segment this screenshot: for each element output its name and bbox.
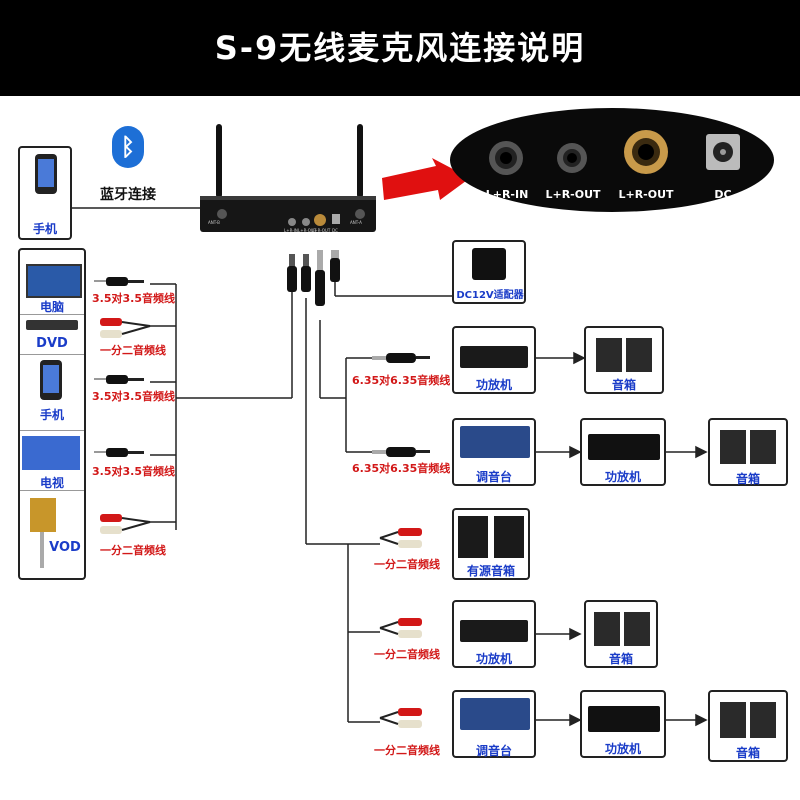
receiver-label: L+R-OUT — [298, 228, 317, 233]
device-label: 音箱 — [735, 472, 760, 486]
device-adapter: DC12V适配器 — [452, 240, 526, 304]
speaker-icon — [458, 516, 488, 558]
device-speaker: 音箱 — [708, 690, 788, 762]
back-panel — [450, 108, 774, 212]
device-label: 音箱 — [611, 378, 636, 392]
cable-label: 6.35对6.35音频线 — [352, 462, 451, 475]
mixer-icon — [460, 426, 530, 458]
panel-port-label: DC — [714, 188, 732, 201]
power-amp-icon — [588, 434, 660, 460]
device-label: 电视 — [39, 476, 64, 490]
device-speaker: 音箱 — [584, 600, 658, 668]
device-label: 手机 — [39, 408, 64, 422]
device-label: DVD — [36, 336, 68, 351]
panel-port-label: L+R-OUT — [618, 188, 674, 201]
power-adapter-icon — [472, 248, 506, 280]
vod-kiosk-icon — [30, 498, 56, 532]
speaker-icon — [594, 612, 620, 646]
device-label: VOD — [49, 540, 81, 555]
speaker-icon — [720, 702, 746, 738]
device-label: DC12V适配器 — [456, 290, 524, 301]
page-title: S-9无线麦克风连接说明 — [214, 29, 586, 67]
device-amplifier: 功放机 — [452, 326, 536, 394]
device-power-amp: 功放机 — [580, 690, 666, 758]
speaker-icon — [720, 430, 746, 464]
amplifier-icon — [460, 346, 528, 368]
device-label: 音箱 — [608, 652, 633, 666]
speaker-icon — [750, 430, 776, 464]
receiver-label: ANT-A — [350, 220, 362, 225]
left-source-column: 电脑 DVD 手机 电视 VOD — [18, 248, 86, 580]
mixer-icon — [460, 698, 530, 730]
device-mixer: 调音台 — [452, 418, 536, 486]
device-label: 功放机 — [475, 378, 512, 392]
receiver-label: ANT-B — [208, 220, 220, 225]
bluetooth-icon: ᛒ — [112, 126, 144, 168]
cable-label: 一分二音频线 — [100, 544, 166, 557]
device-label: 功放机 — [604, 470, 641, 484]
amplifier-icon — [460, 620, 528, 642]
device-power-amp: 功放机 — [580, 418, 666, 486]
tv-icon — [22, 436, 80, 470]
panel-port-label: L+R-OUT — [545, 188, 601, 201]
receiver-unit — [200, 124, 376, 232]
cable-label: 一分二音频线 — [100, 344, 166, 357]
receiver-plugs — [287, 250, 340, 306]
device-label: 电脑 — [39, 300, 64, 314]
device-label: 调音台 — [475, 744, 512, 758]
phone-icon — [35, 154, 57, 194]
device-label: 手机 — [32, 222, 57, 236]
cable-label: 一分二音频线 — [374, 558, 440, 571]
right-cable-icons — [372, 353, 430, 728]
device-phone-top: 手机 — [18, 146, 72, 240]
receiver-label: L+R-IN — [284, 228, 298, 233]
device-label: 有源音箱 — [466, 564, 515, 578]
cable-label: 3.5对3.5音频线 — [92, 292, 175, 305]
cable-label: 一分二音频线 — [374, 648, 440, 661]
red-arrow-icon — [382, 158, 470, 200]
cable-label: 3.5对3.5音频线 — [92, 390, 175, 403]
receiver-label: DC — [332, 228, 338, 233]
speaker-icon — [494, 516, 524, 558]
device-label: 功放机 — [475, 652, 512, 666]
speaker-icon — [626, 338, 652, 372]
dvd-player-icon — [26, 320, 78, 330]
speaker-icon — [596, 338, 622, 372]
cable-label: 一分二音频线 — [374, 744, 440, 757]
left-cable-icons — [94, 277, 151, 534]
device-label: 音箱 — [735, 746, 760, 760]
title-bar — [0, 0, 800, 96]
device-mixer: 调音台 — [452, 690, 536, 758]
cable-label: 3.5对3.5音频线 — [92, 465, 175, 478]
cable-label: 6.35对6.35音频线 — [352, 374, 451, 387]
device-label: 功放机 — [604, 742, 641, 756]
laptop-icon — [26, 264, 82, 298]
phone-icon — [40, 360, 62, 400]
panel-port-label: L+R-IN — [485, 188, 529, 201]
device-amplifier: 功放机 — [452, 600, 536, 668]
speaker-icon — [750, 702, 776, 738]
device-label: 调音台 — [475, 470, 512, 484]
device-active-speaker: 有源音箱 — [452, 508, 530, 580]
receiver-label: L+R-OUT — [312, 228, 331, 233]
device-speaker: 音箱 — [584, 326, 664, 394]
bluetooth-label: 蓝牙连接 — [100, 187, 156, 203]
power-amp-icon — [588, 706, 660, 732]
device-speaker: 音箱 — [708, 418, 788, 486]
speaker-icon — [624, 612, 650, 646]
